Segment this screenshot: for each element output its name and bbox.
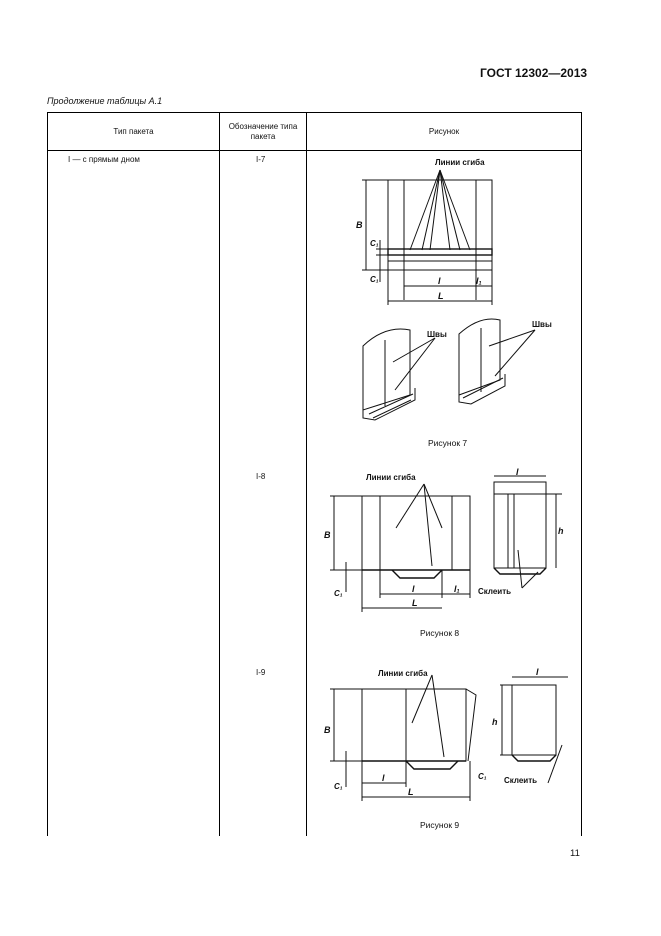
figure-7-perspective-views: Швы Швы <box>362 318 552 421</box>
figure-7-caption: Рисунок 7 <box>428 438 468 448</box>
figure-9-caption: Рисунок 9 <box>420 820 460 830</box>
packages-table: Тип пакета Обозначение типа пакета Рисун… <box>47 112 582 836</box>
label-l: l <box>516 467 519 477</box>
column-divider-2 <box>306 113 307 836</box>
label-L: L <box>408 787 414 797</box>
fold-line-arrows <box>395 483 443 567</box>
label-C1: C₁ <box>334 782 343 791</box>
fold-lines-label: Линии сгиба <box>435 158 485 167</box>
seams-label-right: Швы <box>532 320 552 329</box>
label-L: L <box>438 291 444 301</box>
label-C1: C₁ <box>334 589 343 598</box>
side-outline <box>511 684 557 756</box>
bag-perspective-left <box>362 328 416 421</box>
fold-lines-label: Линии сгиба <box>378 669 428 678</box>
label-C1: C₁ <box>478 772 487 781</box>
designation-i7: I-7 <box>256 155 266 164</box>
bag-outline <box>361 495 471 571</box>
header-designation: Обозначение типа пакета <box>220 113 306 150</box>
glue-label: Склеить <box>504 776 537 785</box>
side-outline <box>493 481 547 569</box>
header-package-type-label: Тип пакета <box>113 126 154 136</box>
fold-lines-label: Линии сгиба <box>366 473 416 482</box>
bag-perspective-right <box>458 318 506 405</box>
header-figure-label: Рисунок <box>428 126 460 136</box>
figure-9-front-view: Линии сгиба B C₁ l L C₁ <box>324 669 487 801</box>
label-l1: l₁ <box>476 276 482 286</box>
side-flap <box>465 688 477 762</box>
standard-number: ГОСТ 12302—2013 <box>480 66 588 80</box>
label-l1: l₁ <box>454 584 460 594</box>
glue-arrow <box>547 744 563 784</box>
header-figure: Рисунок <box>307 113 581 150</box>
label-l: l <box>382 773 385 783</box>
designation-i8: I-8 <box>256 472 266 481</box>
figure-7-front-view: Линии сгиба B C₁ C₁ l l₁ L <box>356 158 493 305</box>
header-package-type: Тип пакета <box>48 113 219 150</box>
bottom-band <box>387 248 493 256</box>
label-l: l <box>536 667 539 677</box>
bottom-fold <box>405 760 459 770</box>
glue-arrow <box>517 549 523 589</box>
figure-8-caption: Рисунок 8 <box>420 628 460 638</box>
figure-9-side-view: l h Склеить <box>492 667 568 785</box>
seams-label-left: Швы <box>427 330 447 339</box>
designation-i9: I-9 <box>256 668 266 677</box>
figure-8-front-view: Линии сгиба B C₁ l l₁ L <box>324 473 471 612</box>
label-B: B <box>356 220 363 230</box>
bag-outline <box>387 179 493 271</box>
label-C1: C₁ <box>370 239 379 248</box>
figure-8-side-view: l h Склеить <box>478 467 564 596</box>
label-h: h <box>558 526 564 536</box>
label-h: h <box>492 717 498 727</box>
glue-label: Склеить <box>478 587 511 596</box>
label-B: B <box>324 725 331 735</box>
label-l: l <box>438 276 441 286</box>
package-type-value: I — с прямым дном <box>68 155 140 164</box>
page-number: 11 <box>570 848 580 859</box>
header-divider <box>48 150 581 151</box>
fold-line-arrows <box>411 674 445 758</box>
fold-line-arrows <box>409 169 471 251</box>
table-caption: Продолжение таблицы А.1 <box>47 96 163 106</box>
seam-arrows <box>392 329 536 391</box>
label-l: l <box>412 584 415 594</box>
label-L: L <box>412 598 418 608</box>
glue-arrow <box>521 571 539 589</box>
label-C1: C₁ <box>370 275 379 284</box>
bag-outline <box>361 688 467 762</box>
label-B: B <box>324 530 331 540</box>
bottom-fold <box>391 569 443 579</box>
header-designation-label: Обозначение типа пакета <box>228 121 298 141</box>
column-divider-1 <box>219 113 220 836</box>
